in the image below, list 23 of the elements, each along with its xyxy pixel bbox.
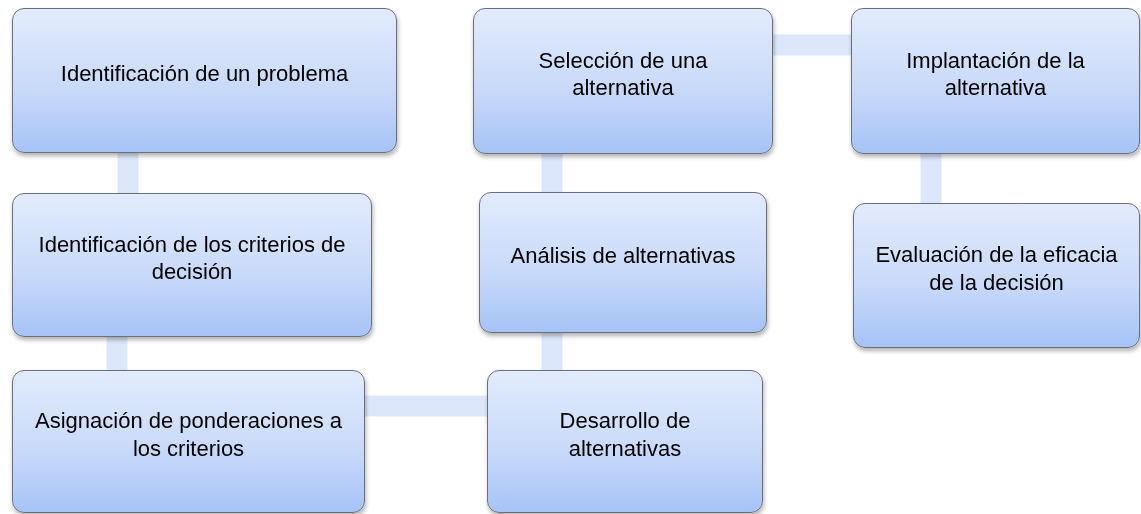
connector-bar: [365, 395, 487, 417]
step-text: Desarrollo de alternativas: [558, 407, 692, 462]
step-text: Evaluación de la eficacia de la decisión: [874, 241, 1119, 296]
process-box: [851, 8, 1140, 154]
step-text: Identificación de los criterios de decisión: [37, 230, 347, 286]
step-text: Selección de una alternativa: [537, 46, 709, 102]
step-text: Asignación de ponderaciones a los criterios: [34, 407, 343, 462]
process-box: [12, 8, 397, 153]
process-box: [12, 370, 365, 513]
connector-bar: [541, 154, 563, 192]
connector-bar: [541, 333, 563, 370]
connector-bar: [106, 337, 128, 370]
process-box: [12, 193, 372, 337]
process-box: [473, 8, 773, 154]
step-text: Identificación de un problema: [60, 59, 349, 87]
step-text: Análisis de alternativas: [510, 241, 736, 269]
process-box: [487, 370, 763, 513]
step-text: Implantación de la alternativa: [905, 46, 1086, 102]
connector-bar: [773, 34, 851, 56]
connector-bar: [117, 153, 139, 193]
process-box: [479, 192, 767, 333]
process-box: [853, 203, 1140, 348]
connector-bar: [920, 154, 942, 203]
